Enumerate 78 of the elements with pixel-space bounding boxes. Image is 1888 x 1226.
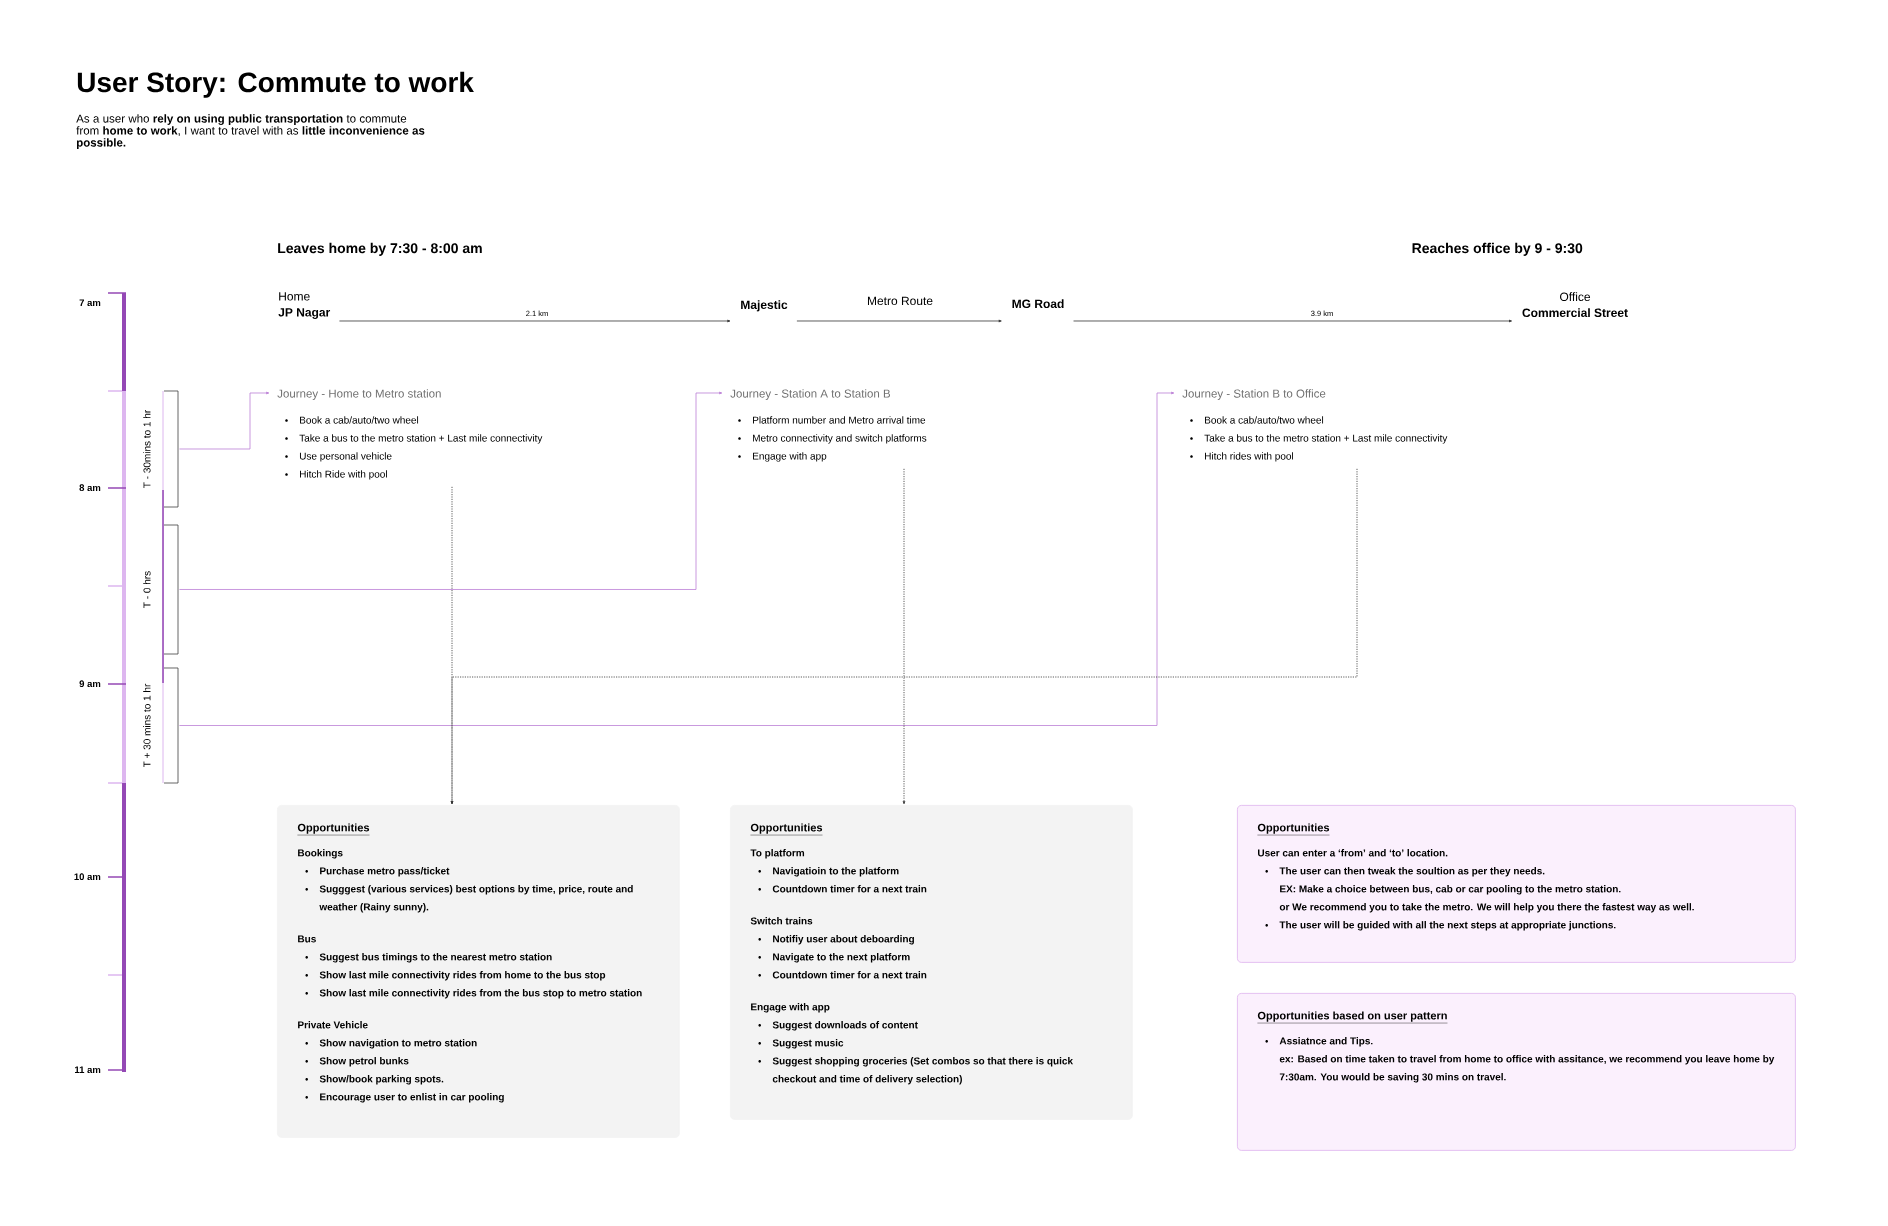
connector-arrow xyxy=(450,468,1358,805)
list-item: Suggest downloads of content xyxy=(758,1021,918,1031)
list-item: Suggest music xyxy=(758,1039,844,1049)
connector-arrow xyxy=(339,319,731,323)
list-item: Take a bus to the metro station + Last mile connectivity xyxy=(1190,434,1448,444)
list-item: Show petrol bunks xyxy=(305,1057,409,1067)
time-heading: Leaves home by 7:30 - 8:00 am xyxy=(278,242,482,256)
time-bracket: T + 30 mins to 1 hr xyxy=(143,667,179,784)
note-text: ex: Based on time taken to travel from home to office with assitance, we recommend you leave home by 7:30am. You would be saving 30 mins on travel. xyxy=(1279,1055,1775,1083)
journey-heading: Journey - Home to Metro station xyxy=(277,389,441,400)
list-item: Show/book parking spots. xyxy=(305,1075,444,1085)
time-bracket: T - 30mins to 1 hr xyxy=(143,390,179,508)
connector-arrow xyxy=(902,468,906,805)
opportunity-card xyxy=(277,805,680,1138)
time-label: 10 am xyxy=(74,873,101,881)
section-label: Engage with app xyxy=(751,1003,830,1013)
section-label: Bookings xyxy=(298,849,343,859)
list-item: Countdown timer for a next train xyxy=(758,971,927,979)
list-item: Platform number and Metro arrival time xyxy=(738,416,926,424)
list-item: Use personal vehicle xyxy=(285,452,392,462)
section-label: Private Vehicle xyxy=(298,1021,368,1029)
list-item: Hitch Ride with pool xyxy=(285,470,387,480)
list-item: Show navigation to metro station xyxy=(305,1039,477,1049)
note-text: User can enter a ‘from’ and ‘to’ location. xyxy=(1258,849,1448,857)
card-heading: Opportunities based on user pattern xyxy=(1257,1011,1448,1024)
story-text: As a user who rely on using public transportation to commute from home to work, I want to travel with as little inconvenience as possible. xyxy=(76,114,425,149)
note-text: EX: Make a choice between bus, cab or car pooling to the metro station. xyxy=(1280,885,1621,895)
list-item: Hitch rides with pool xyxy=(1190,452,1293,462)
list-item: Show last mile connectivity rides from the bus stop to metro station xyxy=(305,989,642,999)
list-item: The user can then tweak the soultion as per they needs. xyxy=(1265,867,1545,877)
time-label: 11 am xyxy=(75,1066,101,1074)
card-heading: Opportunities xyxy=(750,823,823,836)
list-item: Book a cab/auto/two wheel xyxy=(1190,416,1324,424)
connector-arrow xyxy=(179,391,723,590)
connector-arrow xyxy=(179,391,270,450)
section-label: Bus xyxy=(298,935,316,943)
list-item: Navigatioin to the platform xyxy=(758,867,899,877)
opportunity-card xyxy=(1237,993,1796,1151)
edge-label: Metro Route xyxy=(866,295,935,307)
place-label: Majestic xyxy=(741,300,788,312)
list-item: Book a cab/auto/two wheel xyxy=(285,416,419,424)
place-label: Commercial Street xyxy=(1522,308,1628,317)
section-label: To platform xyxy=(750,849,805,859)
card-heading: Opportunities xyxy=(1257,823,1330,836)
place-caption: Office xyxy=(1560,292,1591,301)
time-heading: Reaches office by 9 - 9:30 xyxy=(1412,242,1583,256)
time-label: 8 am xyxy=(79,484,101,492)
time-bracket: T - 0 hrs xyxy=(143,524,179,655)
card-heading: Opportunities xyxy=(297,823,370,836)
list-item: Engage with app xyxy=(738,452,827,462)
place-caption: Home xyxy=(279,292,310,301)
list-item: Show last mile connectivity rides from home to the bus stop xyxy=(305,971,606,981)
list-item: Take a bus to the metro station + Last mile connectivity xyxy=(285,434,543,444)
connector-arrow xyxy=(1073,319,1512,323)
opportunity-card xyxy=(1237,805,1796,963)
place-label: MG Road xyxy=(1012,299,1064,308)
list-item: Assiatnce and Tips. xyxy=(1265,1037,1373,1047)
journey-heading: Journey - Station A to Station B xyxy=(730,389,890,400)
place-label: JP Nagar xyxy=(278,308,331,319)
list-item: Suggest bus timings to the nearest metro station xyxy=(305,953,552,963)
opportunity-card xyxy=(730,805,1133,1120)
list-item: Encourage user to enlist in car pooling xyxy=(305,1093,504,1103)
section-label: Switch trains xyxy=(750,917,813,925)
time-label: 9 am xyxy=(79,680,101,688)
title: User Story: Commute to work xyxy=(77,71,474,98)
journey-heading: Journey - Station B to Office xyxy=(1182,389,1326,400)
list-item: Purchase metro pass/ticket xyxy=(305,867,450,877)
connector-arrow xyxy=(796,319,1002,323)
note-text: or We recommend you to take the metro. We will help you there the fastest way as well. xyxy=(1279,903,1694,913)
connector-arrow xyxy=(179,391,1175,726)
list-item: Notifiy user about deboarding xyxy=(758,935,914,945)
time-label: 7 am xyxy=(79,299,101,307)
list-item: The user will be guided with all the next steps at appropriate junctions. xyxy=(1265,921,1616,931)
list-item: Countdown timer for a next train xyxy=(758,885,927,893)
list-item: Metro connectivity and switch platforms xyxy=(738,434,927,444)
list-item: Suggest shopping groceries (Set combos so that there is quick checkout and time of delivery selection) xyxy=(758,1057,1073,1085)
list-item: Sugggest (various services) best options by time, price, route and weather (Rainy sunny). xyxy=(305,885,633,913)
list-item: Navigate to the next platform xyxy=(758,953,910,963)
